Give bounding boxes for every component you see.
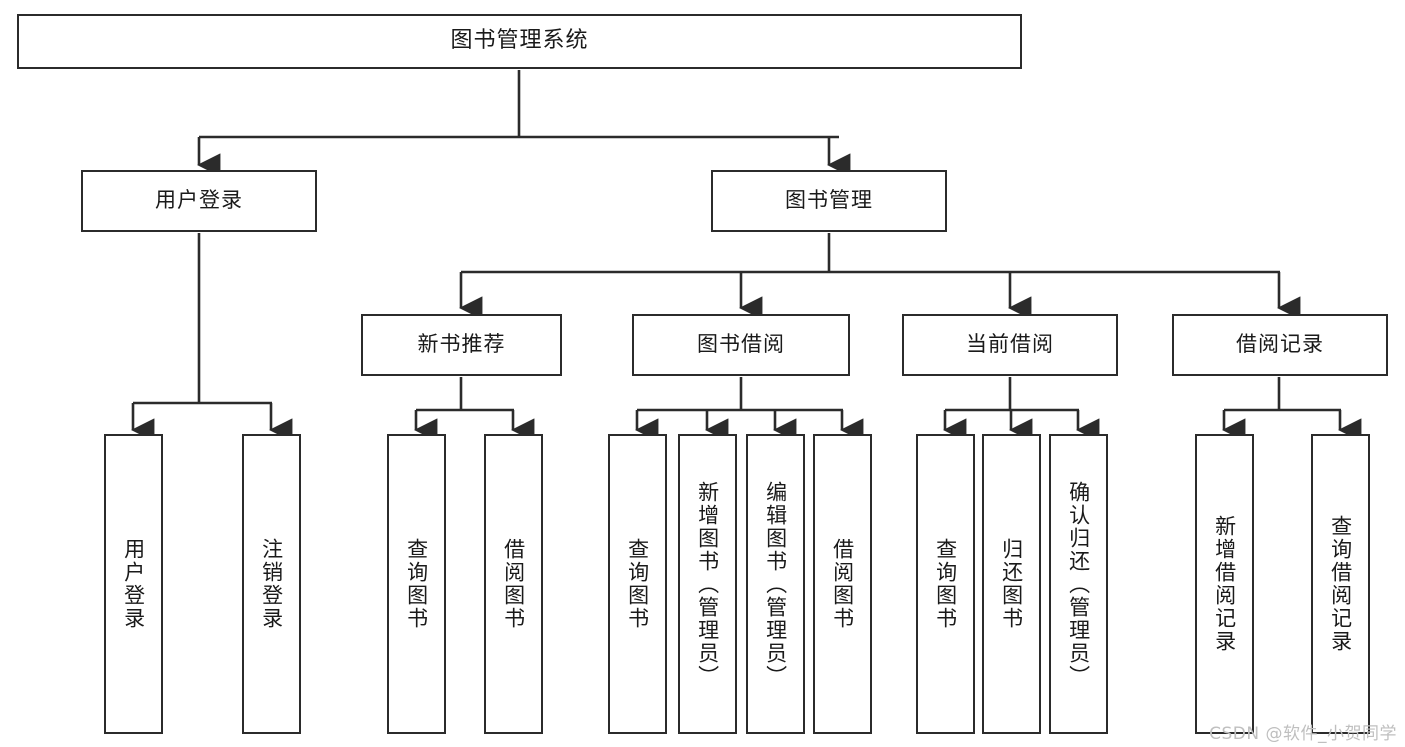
leaf-current-query-book[interactable]: 查询图书 (916, 434, 975, 734)
node-label: 查询借阅记录 (1328, 515, 1353, 653)
node-label: 借阅图书 (501, 538, 526, 630)
node-label: 借阅图书 (830, 538, 855, 630)
node-label: 用户登录 (155, 188, 243, 213)
node-label: 确认归还（管理员） (1066, 480, 1091, 688)
node-label: 查询图书 (933, 538, 958, 630)
leaf-record-add-record[interactable]: 新增借阅记录 (1195, 434, 1254, 734)
leaf-recommend-query-book[interactable]: 查询图书 (387, 434, 446, 734)
leaf-record-query-record[interactable]: 查询借阅记录 (1311, 434, 1370, 734)
leaf-recommend-borrow-book[interactable]: 借阅图书 (484, 434, 543, 734)
leaf-borrow-borrow-book[interactable]: 借阅图书 (813, 434, 872, 734)
node-label: 编辑图书（管理员） (763, 480, 788, 688)
leaf-borrow-edit-book-admin[interactable]: 编辑图书（管理员） (746, 434, 805, 734)
node-label: 查询图书 (625, 538, 650, 630)
leaf-borrow-query-book[interactable]: 查询图书 (608, 434, 667, 734)
watermark: CSDN @软件_小贺同学 (1209, 724, 1397, 744)
node-current-borrow[interactable]: 当前借阅 (902, 314, 1118, 376)
node-root-system[interactable]: 图书管理系统 (17, 14, 1022, 69)
leaf-current-return-book[interactable]: 归还图书 (982, 434, 1041, 734)
node-book-management[interactable]: 图书管理 (711, 170, 947, 232)
node-book-borrow[interactable]: 图书借阅 (632, 314, 850, 376)
node-new-book-recommend[interactable]: 新书推荐 (361, 314, 562, 376)
node-borrow-record[interactable]: 借阅记录 (1172, 314, 1388, 376)
node-label: 注销登录 (259, 538, 284, 630)
leaf-user-login-logout[interactable]: 注销登录 (242, 434, 301, 734)
node-label: 查询图书 (404, 538, 429, 630)
node-label: 新增借阅记录 (1212, 515, 1237, 653)
node-label: 归还图书 (999, 538, 1024, 630)
node-label: 图书借阅 (697, 332, 785, 357)
node-label: 当前借阅 (966, 332, 1054, 357)
node-label: 图书管理系统 (450, 28, 589, 54)
leaf-current-confirm-return-admin[interactable]: 确认归还（管理员） (1049, 434, 1108, 734)
node-label: 借阅记录 (1236, 332, 1324, 357)
node-user-login[interactable]: 用户登录 (81, 170, 317, 232)
node-label: 图书管理 (785, 188, 873, 213)
node-label: 用户登录 (121, 538, 146, 630)
node-label: 新书推荐 (417, 332, 506, 357)
leaf-user-login-login[interactable]: 用户登录 (104, 434, 163, 734)
leaf-borrow-add-book-admin[interactable]: 新增图书（管理员） (678, 434, 737, 734)
node-label: 新增图书（管理员） (695, 480, 720, 688)
